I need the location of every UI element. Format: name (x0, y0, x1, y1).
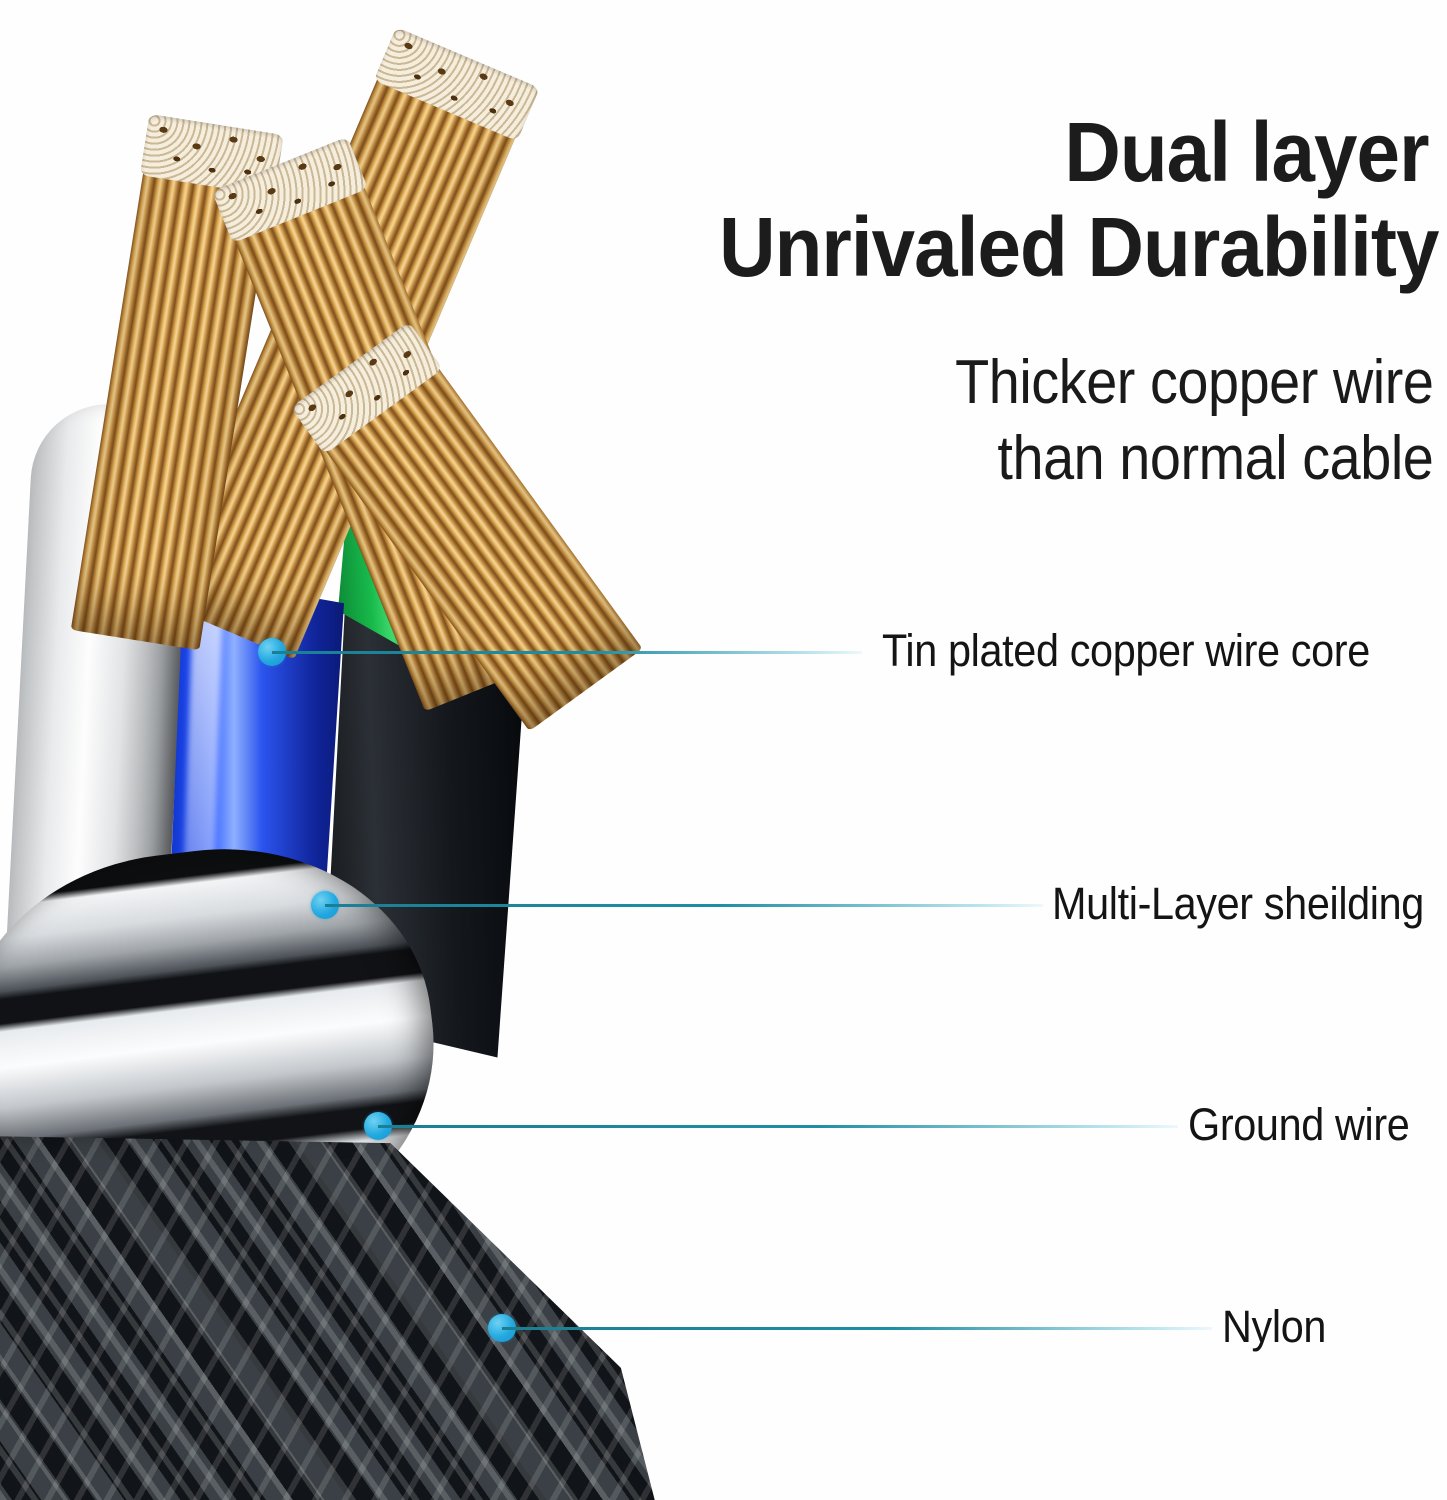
subhead-line-1: Thicker copper wire (954, 348, 1434, 417)
subhead-line-2: than normal cable (997, 424, 1433, 493)
callout-leader-line-shielding (325, 904, 1043, 907)
headline-line-1: Dual layer (1064, 105, 1430, 199)
cable-cutaway-illustration (0, 26, 702, 1500)
headline-line-2: Unrivaled Durability (719, 200, 1440, 294)
callout-leader-line-ground (378, 1125, 1178, 1128)
callout-leader-line-nylon (502, 1327, 1212, 1330)
callout-label-core: Tin plated copper wire core (882, 625, 1370, 676)
callout-label-shielding: Multi-Layer sheilding (1052, 878, 1424, 929)
callout-label-nylon: Nylon (1222, 1301, 1327, 1352)
callout-label-ground: Ground wire (1188, 1099, 1410, 1150)
callout-leader-line-core (272, 651, 862, 654)
